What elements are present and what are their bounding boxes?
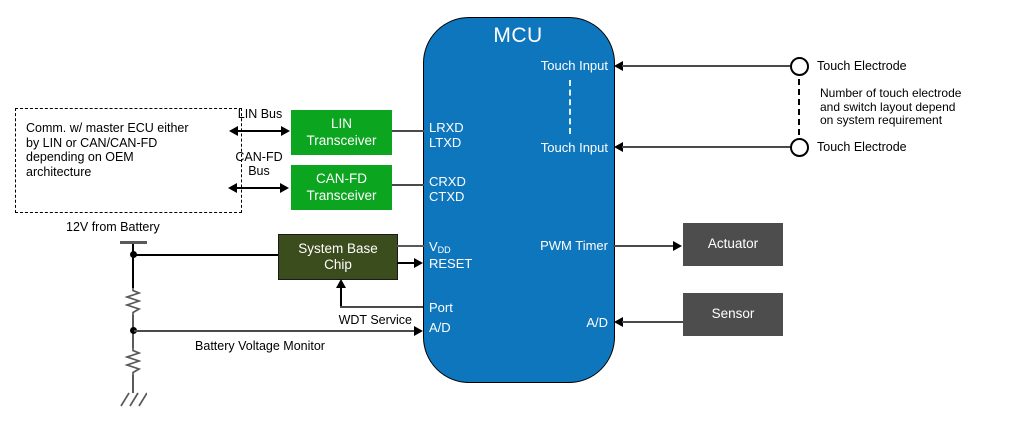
sensor-wire	[622, 321, 683, 323]
system-base-chip-line1: System Base	[298, 240, 378, 256]
pwm-arrowhead	[673, 241, 682, 251]
lin-bus-wire	[236, 130, 284, 132]
battery-voltage-monitor-label: Battery Voltage Monitor	[195, 339, 325, 353]
canfd-bus-label: CAN-FD Bus	[228, 150, 290, 178]
oem-note-line-1: Comm. w/ master ECU either	[26, 121, 189, 135]
ground-symbol	[120, 392, 147, 407]
system-base-chip-block: System Base Chip	[278, 234, 398, 280]
mcu-block	[423, 17, 615, 383]
touch-inputs-continuation-dashes	[569, 80, 571, 134]
sbc-vdd-wire	[397, 245, 424, 247]
pin-touch-input-2: Touch Input	[540, 140, 608, 155]
pin-pwm-timer: PWM Timer	[540, 238, 608, 253]
pin-adc-left: A/D	[429, 320, 451, 335]
canfd-transceiver-block: CAN-FD Transceiver	[291, 165, 392, 210]
canfd-bus-arrowhead-left	[228, 183, 237, 193]
touch2-wire	[622, 146, 790, 148]
touch-note-line-3: on system requirement	[820, 113, 943, 127]
actuator-label: Actuator	[707, 236, 759, 252]
wdt-wire-vertical	[340, 287, 342, 308]
canfd-bus-label-line1: CAN-FD	[235, 150, 283, 164]
port-wire	[340, 306, 423, 308]
oem-note-line-4: architecture	[26, 164, 92, 179]
wdt-service-label: WDT Service	[338, 313, 412, 327]
actuator-block: Actuator	[683, 223, 783, 266]
touch1-arrowhead	[614, 61, 623, 71]
battery-junction-dot-lower	[130, 327, 137, 334]
sensor-label: Sensor	[711, 306, 755, 322]
touch-note-line-1: Number of touch electrode	[820, 86, 962, 100]
wdt-arrowhead-up	[336, 279, 346, 288]
pin-lrxd: LRXD	[429, 120, 464, 135]
pin-vdd-base: V	[429, 239, 438, 254]
pin-port: Port	[429, 300, 453, 315]
lin-bus-arrowhead-left	[229, 126, 238, 136]
touch-electrode-note: Number of touch electrode and switch lay…	[820, 86, 962, 128]
touch-electrode-label-2: Touch Electrode	[817, 140, 907, 154]
lin-bus-arrowhead-right	[281, 126, 290, 136]
battery-monitor-arrowhead	[414, 326, 423, 336]
battery-to-sbc-wire	[134, 254, 278, 256]
pin-crxd: CRXD	[429, 174, 466, 189]
touch-electrodes-continuation-dashes	[798, 79, 800, 135]
lin-to-mcu-wire	[392, 130, 424, 132]
pin-vdd-subscript: DD	[437, 245, 451, 255]
oem-note-line-2: by LIN or CAN/CAN-FD	[26, 135, 158, 150]
canfd-to-mcu-wire	[392, 184, 424, 186]
sbc-reset-arrowhead	[414, 258, 423, 268]
touch-electrode-label-1: Touch Electrode	[817, 59, 907, 73]
sbc-reset-wire	[397, 262, 415, 264]
battery-junction-dot-upper	[130, 251, 137, 258]
sensor-block: Sensor	[683, 293, 783, 336]
oem-note-line-3: depending on OEM	[26, 150, 134, 164]
touch1-wire	[622, 65, 790, 67]
lin-transceiver-line2: Transceiver	[306, 132, 377, 148]
pin-adc-right: A/D	[586, 315, 608, 330]
pin-ltxd: LTXD	[429, 135, 462, 150]
canfd-bus-label-line2: Bus	[248, 164, 270, 178]
pwm-wire	[613, 245, 674, 247]
resistor-upper	[125, 288, 141, 315]
canfd-bus-arrowhead-right	[280, 183, 289, 193]
touch-electrode-circle-2	[790, 138, 809, 157]
pin-reset: RESET	[429, 256, 473, 271]
lin-bus-label: LIN Bus	[237, 107, 283, 121]
battery-wire-upper	[132, 244, 134, 288]
pin-vdd: VDD	[429, 239, 451, 258]
lin-transceiver-block: LIN Transceiver	[291, 110, 392, 155]
battery-terminal-bar	[120, 241, 147, 244]
touch2-arrowhead	[614, 142, 623, 152]
touch-note-line-2: and switch layout depend	[820, 99, 956, 114]
battery-12v-label: 12V from Battery	[66, 220, 160, 234]
canfd-transceiver-line1: CAN-FD	[316, 171, 367, 186]
touch-electrode-circle-1	[790, 57, 809, 76]
battery-monitor-wire	[134, 330, 415, 332]
canfd-bus-wire	[235, 187, 283, 189]
mcu-title: MCU	[493, 24, 543, 47]
pin-ctxd: CTXD	[429, 189, 465, 204]
oem-note-box: Comm. w/ master ECU either by LIN or CAN…	[15, 108, 242, 213]
sensor-arrowhead	[614, 317, 623, 327]
pin-touch-input-1: Touch Input	[540, 58, 608, 73]
resistor-lower	[125, 348, 141, 375]
canfd-transceiver-line2: Transceiver	[306, 187, 377, 203]
battery-wire-lower	[132, 375, 134, 393]
system-base-chip-line2: Chip	[324, 257, 352, 272]
lin-transceiver-line1: LIN	[330, 116, 352, 131]
